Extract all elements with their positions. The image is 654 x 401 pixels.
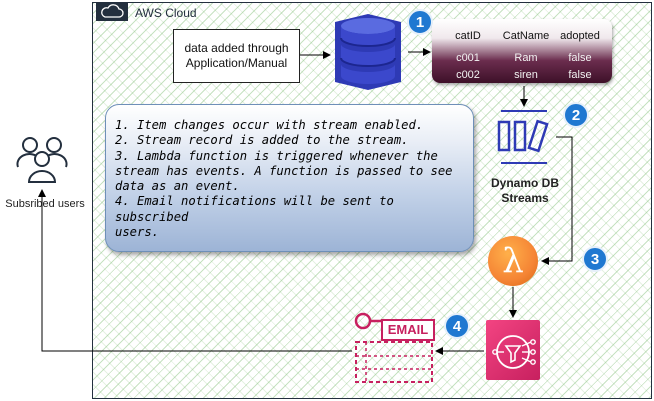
aws-cloud-icon: [96, 3, 128, 21]
step-line: stream has events. A function is passed …: [115, 163, 453, 178]
step-badge-4: 4: [444, 313, 470, 339]
table-cell: Ram: [514, 52, 538, 64]
step-line: 2. Stream record is added to the stream.: [115, 133, 409, 148]
table-cell: false: [568, 69, 592, 81]
steps-text: 1. Item changes occur with stream enable…: [115, 118, 470, 240]
step-line: 3. Lambda function is triggered whenever…: [115, 148, 438, 163]
table-header-catid: catID: [455, 30, 481, 42]
data-source-box: data added through Application/Manual: [173, 29, 300, 83]
table-header-catname: CatName: [502, 30, 550, 42]
arrow-streams-to-lambda: [541, 136, 573, 265]
step-line: 4. Email notifications will be sent to s…: [115, 194, 394, 224]
sns-icon: [486, 320, 540, 380]
step-line: users.: [115, 225, 160, 240]
step-badge-1: 1: [407, 9, 433, 35]
users-icon: [16, 137, 68, 183]
steps-callout: [105, 104, 474, 252]
streams-label-line1: Dynamo DB: [490, 176, 559, 190]
table-header-adopted: adopted: [560, 30, 600, 42]
email-icon: [354, 312, 435, 383]
email-label: EMAIL: [387, 322, 429, 337]
dynamodb-streams-icon: [497, 110, 549, 164]
table-cell: siren: [514, 69, 538, 81]
users-label: Subsribed users: [5, 198, 85, 210]
arrow-email-to-users: [38, 189, 352, 352]
dynamodb-icon: [335, 14, 401, 90]
data-source-line1: data added through: [184, 41, 289, 55]
lambda-icon: [488, 236, 538, 286]
data-source-line2: Application/Manual: [185, 56, 288, 70]
lambda-glyph: λ: [502, 241, 524, 281]
cat-table: catID CatName adopted c001 Ram false c00…: [432, 19, 612, 83]
table-cell: c001: [456, 52, 480, 64]
aws-cloud-label: AWS Cloud: [135, 6, 197, 20]
table-cell: false: [568, 52, 592, 64]
step-line: data as an event.: [115, 179, 240, 194]
streams-label: Dynamo DB Streams: [475, 176, 575, 206]
step-badge-3: 3: [582, 246, 608, 272]
streams-label-line2: Streams: [501, 191, 549, 205]
table-cell: c002: [456, 69, 480, 81]
step-line: 1. Item changes occur with stream enable…: [115, 118, 424, 132]
step-badge-2: 2: [563, 102, 589, 128]
